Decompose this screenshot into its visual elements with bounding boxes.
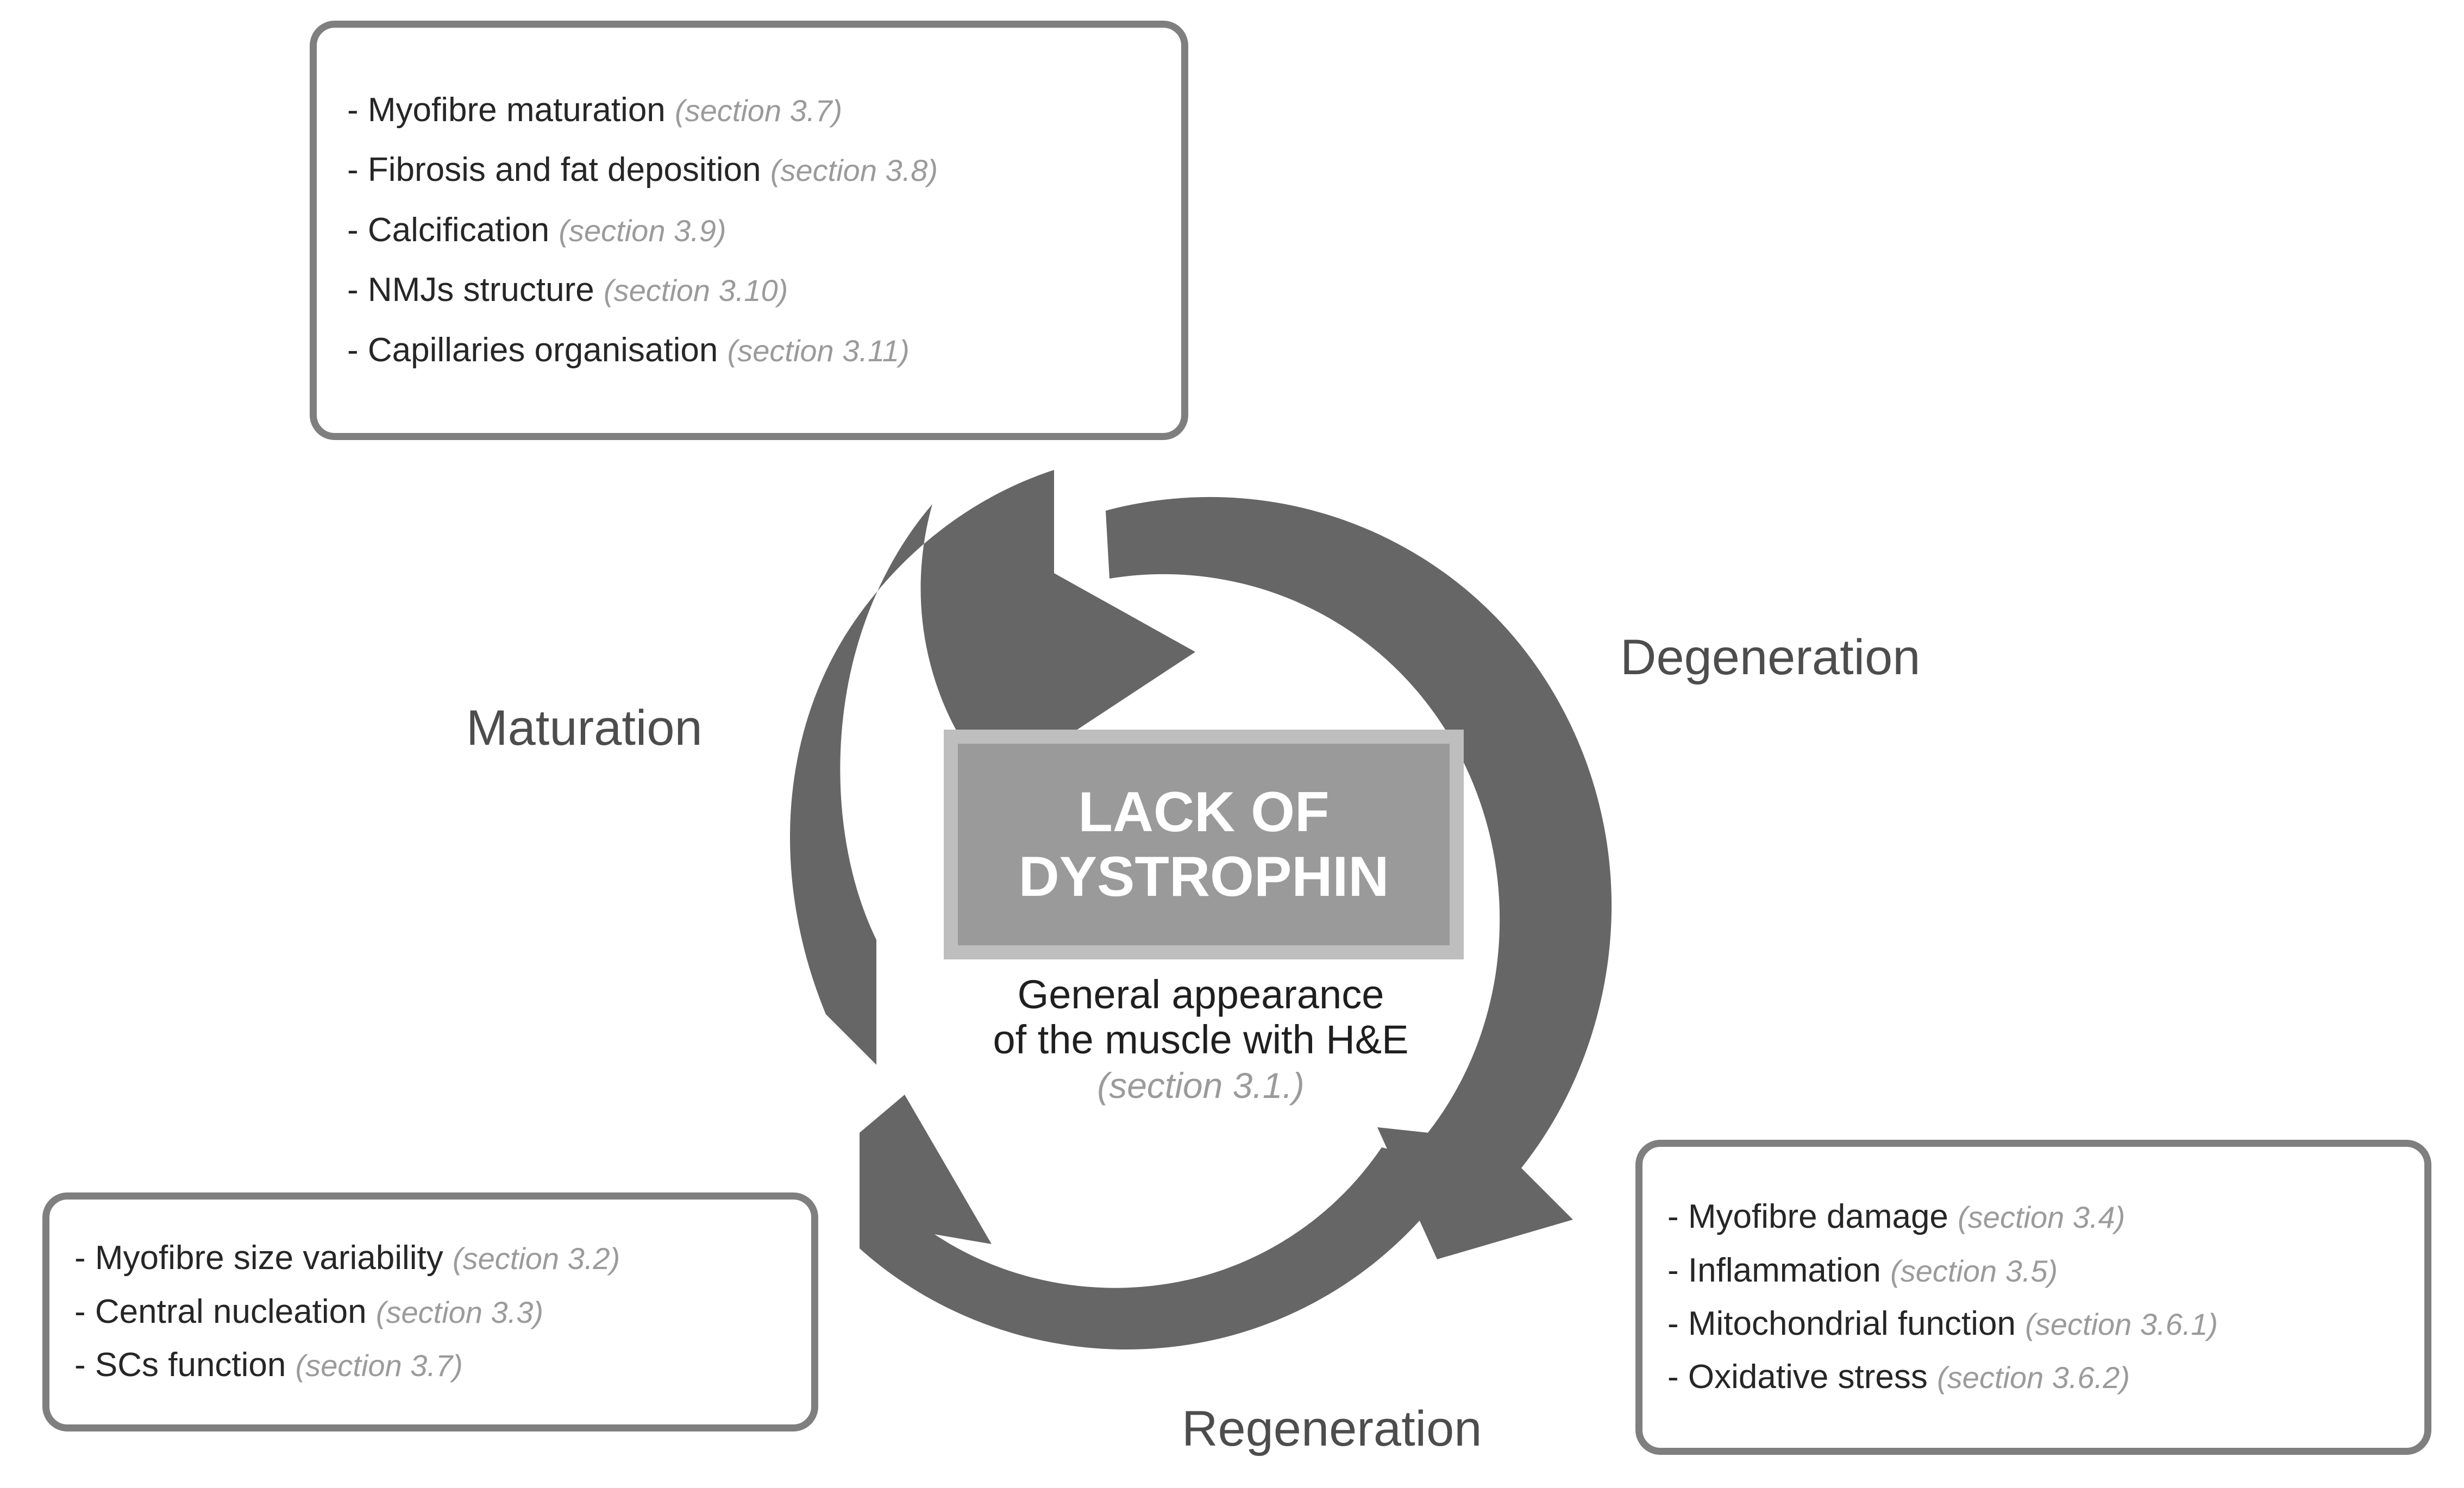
lack-of-dystrophin-plaque: LACK OF DYSTROPHIN [944, 730, 1464, 959]
cycle-label-regeneration: Regeneration [1182, 1401, 1482, 1456]
list-item-section: (section 3.6.2) [1937, 1360, 2130, 1395]
list-item-section: (section 3.2) [452, 1241, 620, 1276]
list-bullet: - [1667, 1358, 1679, 1396]
list-bullet: - [347, 331, 359, 369]
list-item-section: (section 3.11) [727, 333, 910, 368]
list-item: - Inflammation (section 3.5) [1667, 1253, 2424, 1288]
list-item-section: (section 3.6.1) [2025, 1307, 2218, 1341]
list-item: - Myofibre maturation (section 3.7) [347, 91, 1181, 129]
list-item: - NMJs structure (section 3.10) [347, 271, 1181, 309]
list-bullet: - [347, 211, 359, 249]
list-item-text: NMJs structure [367, 271, 594, 309]
list-item-text: Oxidative stress [1688, 1358, 1928, 1396]
degeneration-arrow [1106, 497, 1612, 1259]
list-item-section: (section 3.3) [375, 1295, 544, 1329]
list-bullet: - [347, 271, 359, 309]
list-bullet: - [1667, 1305, 1679, 1342]
list-item-text: Calcification [367, 211, 550, 249]
list-item: - Calcification (section 3.9) [347, 211, 1181, 249]
list-bullet: - [347, 151, 359, 189]
list-item-section: (section 3.4) [1958, 1200, 2126, 1235]
list-item: - Mitochondrial function (section 3.6.1) [1667, 1305, 2424, 1342]
list-item-text: Central nucleation [95, 1292, 367, 1330]
list-item-text: SCs function [95, 1346, 286, 1384]
degeneration-info-box: - Myofibre damage (section 3.4) - Inflam… [1635, 1140, 2431, 1455]
plaque-title: LACK OF DYSTROPHIN [1018, 780, 1389, 908]
list-item-text: Inflammation [1688, 1251, 1881, 1289]
list-item: - Oxidative stress (section 3.6.2) [1667, 1360, 2424, 1395]
list-item-text: Myofibre damage [1688, 1198, 1948, 1236]
caption-line-1: General appearance [1017, 972, 1384, 1017]
list-item-section: (section 3.9) [559, 213, 726, 248]
caption-line-2: of the muscle with H&E [993, 1016, 1409, 1062]
list-bullet: - [74, 1239, 86, 1277]
list-item: - Myofibre damage (section 3.4) [1667, 1198, 2424, 1236]
list-item-section: (section 3.7) [675, 93, 843, 128]
list-bullet: - [1667, 1251, 1679, 1289]
cycle-label-maturation: Maturation [466, 700, 703, 756]
list-bullet: - [347, 91, 359, 129]
list-item-section: (section 3.5) [1890, 1253, 2058, 1288]
list-item: - Myofibre size variability (section 3.2… [74, 1241, 811, 1276]
list-item: - Capillaries organisation (section 3.11… [347, 331, 1181, 369]
list-item-text: Capillaries organisation [367, 331, 718, 369]
list-item-text: Mitochondrial function [1688, 1305, 2016, 1342]
list-item-section: (section 3.8) [770, 153, 938, 188]
list-item: - Fibrosis and fat deposition (section 3… [347, 153, 1181, 187]
list-bullet: - [74, 1346, 86, 1384]
regeneration-arrow [860, 1095, 1462, 1350]
list-item-text: Myofibre maturation [367, 91, 666, 129]
list-bullet: - [1667, 1198, 1679, 1236]
center-caption: General appearance of the muscle with H&… [913, 972, 1489, 1107]
list-item-text: Myofibre size variability [95, 1239, 443, 1277]
list-item: - SCs function (section 3.7) [74, 1346, 811, 1384]
list-item-text: Fibrosis and fat deposition [367, 151, 761, 189]
list-item: - Central nucleation (section 3.3) [74, 1292, 811, 1330]
caption-section-ref: (section 3.1.) [1097, 1065, 1305, 1106]
list-bullet: - [74, 1292, 86, 1330]
list-item-section: (section 3.7) [295, 1348, 463, 1383]
maturation-info-box: - Myofibre maturation (section 3.7) - Fi… [310, 21, 1188, 440]
list-item-section: (section 3.10) [603, 273, 788, 308]
cycle-label-degeneration: Degeneration [1620, 630, 1921, 685]
regeneration-info-box: - Myofibre size variability (section 3.2… [42, 1192, 818, 1432]
